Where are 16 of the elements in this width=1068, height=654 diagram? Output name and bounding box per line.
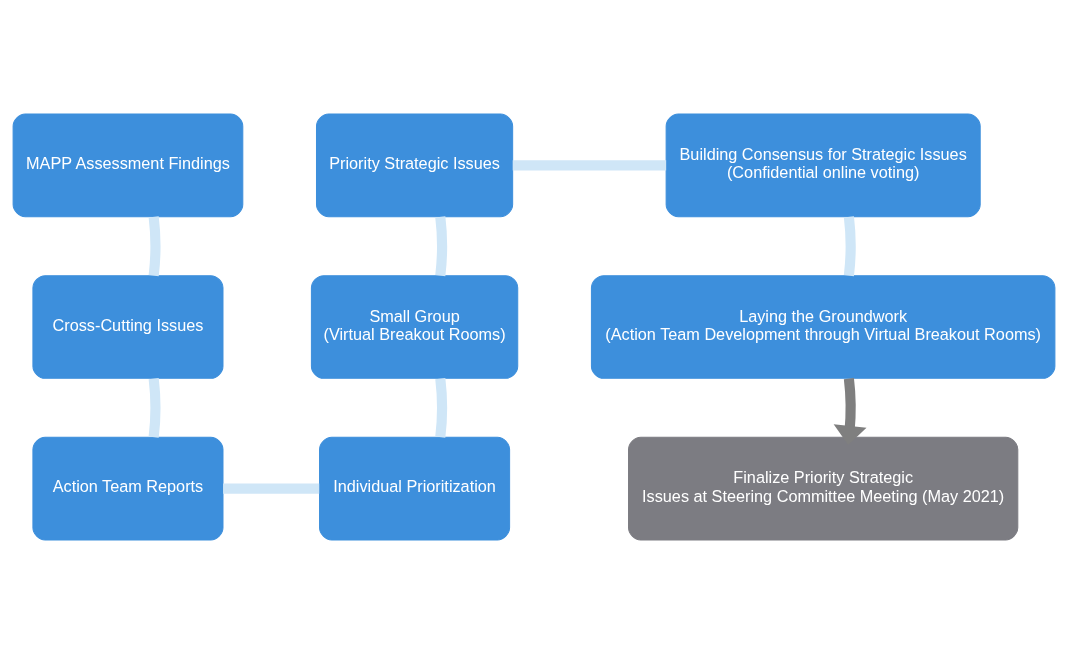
connector — [435, 377, 448, 438]
node-box: Small Group (Virtual Breakout Rooms) — [310, 275, 519, 379]
connector — [843, 216, 856, 277]
connector — [148, 377, 161, 438]
connector — [512, 160, 667, 171]
node-box: Building Consensus for Strategic Issues (Confidential online voting) — [665, 113, 981, 218]
node-box: Action Team Reports — [32, 436, 224, 541]
node-box: Laying the Groundwork (Action Team Development through Virtual Breakout Rooms) — [590, 275, 1056, 379]
node-box: MAPP Assessment Findings — [12, 113, 244, 218]
connector — [223, 483, 320, 494]
node-box: Finalize Priority Strategic Issues at Steering Committee Meeting (May 2021) — [628, 436, 1019, 541]
node-box: Priority Strategic Issues — [316, 113, 514, 218]
node-box: Cross-Cutting Issues — [32, 275, 224, 379]
node-box: Individual Prioritization — [319, 436, 511, 541]
connector — [148, 216, 161, 277]
connector — [435, 216, 448, 277]
